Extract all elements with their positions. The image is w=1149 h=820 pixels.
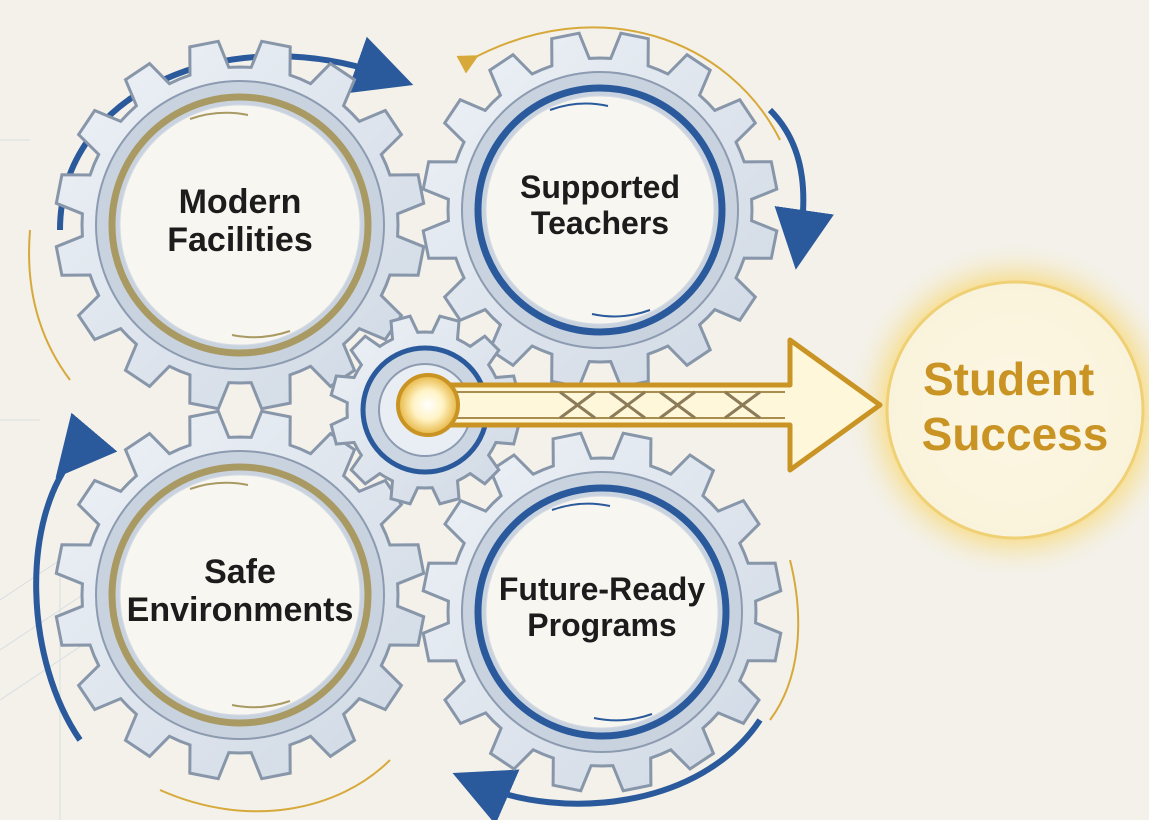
orbit-arc-right-gold — [769, 559, 800, 721]
orbit-arc-bottom — [452, 718, 763, 820]
gear-face — [485, 495, 719, 729]
success-arrow — [396, 337, 883, 473]
inner-arrow-top — [189, 111, 249, 120]
gear-face — [485, 95, 715, 325]
gear-ring — [474, 484, 730, 740]
orbit-arc-right — [767, 107, 834, 270]
outcome-label: Student Success — [922, 353, 1109, 460]
outcome-circle — [885, 280, 1145, 540]
gear-label-line: Teachers — [531, 205, 669, 241]
gear-label-line: Safe — [204, 553, 276, 591]
gear-face — [119, 474, 361, 716]
gear-label-line: Facilities — [167, 221, 313, 259]
hub-light — [396, 373, 460, 437]
inner-arrow-bottom — [593, 713, 653, 722]
gear-ring — [108, 463, 372, 727]
orbit-arc-left-gold — [28, 229, 71, 381]
gear-label-line: Modern — [179, 183, 302, 221]
gear-face — [119, 104, 361, 346]
gear-ring — [474, 84, 726, 336]
gear-label-line: Supported — [520, 169, 680, 205]
gear-label-line: Programs — [527, 607, 676, 643]
inner-arrow-top — [549, 102, 609, 111]
orbit-arc-top-right-gold — [456, 26, 781, 141]
orbit-arc-bottom-left — [33, 412, 118, 742]
gear-label-line: Future-Ready — [499, 571, 705, 607]
orbit-arc-bottom-gold — [159, 759, 391, 813]
outcome-line-1: Student — [923, 353, 1094, 405]
gear-ring — [108, 93, 372, 357]
inner-arrow-bottom — [591, 309, 651, 318]
inner-arrow-bottom — [231, 700, 291, 709]
outcome-line-2: Success — [922, 408, 1109, 460]
inner-arrow-bottom — [231, 330, 291, 339]
inner-arrow-top — [189, 481, 249, 490]
gear-label-line: Environments — [127, 591, 354, 629]
inner-arrow-top — [551, 502, 611, 511]
